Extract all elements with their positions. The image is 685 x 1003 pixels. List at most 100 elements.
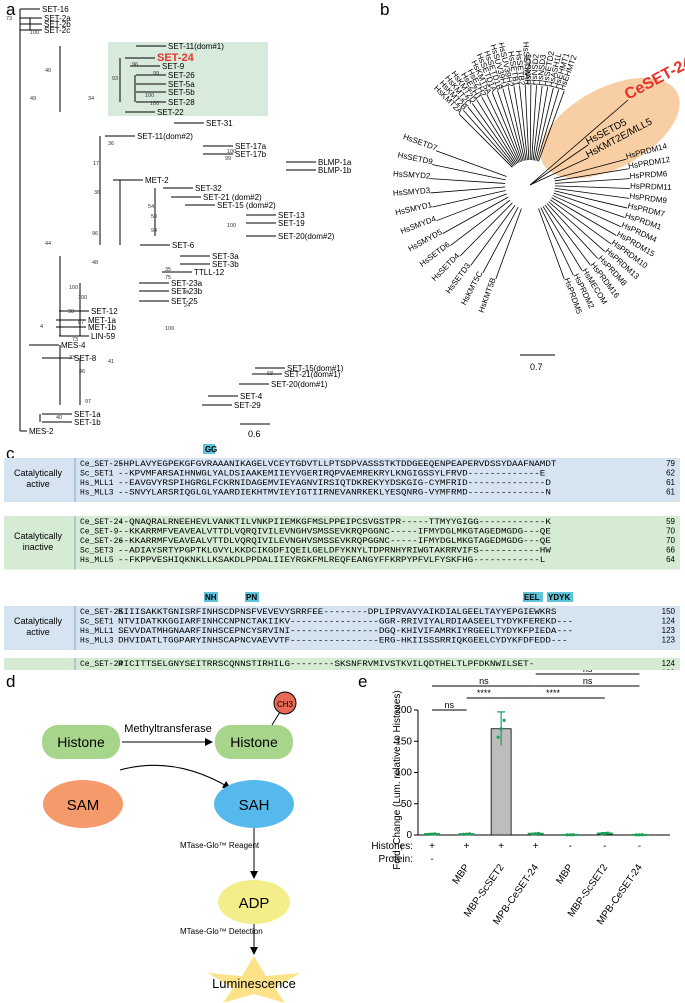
point-1-1 — [464, 832, 469, 836]
reagent-label: MTase-Glo™ Reagent — [180, 841, 260, 850]
b1i-num-2: 70 — [666, 536, 675, 545]
point-3-1 — [534, 832, 538, 836]
b1i-name-4: Hs_MLL5 — [80, 556, 114, 565]
protein-sign-0: - — [430, 854, 433, 865]
bootstrap-a-25: 89 — [183, 290, 189, 296]
point-4-2 — [571, 833, 575, 837]
panel-label-c: c — [6, 444, 15, 463]
panel-label-d: d — [6, 672, 16, 691]
bootstrap-a-7: 40 — [45, 68, 51, 74]
leaf-1: SET-2a — [44, 14, 71, 23]
b1a-num-2: 61 — [666, 478, 675, 487]
leaf-32: SET-12 — [91, 307, 118, 316]
point-6-0 — [634, 833, 639, 837]
point-6-2 — [640, 833, 645, 837]
b1i-label-2: inactive — [23, 542, 54, 552]
right-leaf-2: HsPRDM6 — [629, 169, 668, 180]
b2a-name-0: Ce_SET-25 — [80, 608, 123, 617]
leaf-33: MET-1a — [88, 316, 117, 325]
bootstrap-a-11: 99 — [225, 156, 231, 162]
b1a-seq-2: --EAVGVYRSPIHGRGLFCKRNIDAGEMVIEYAGNVIRSI… — [118, 479, 551, 488]
histone-right-label: Histone — [230, 734, 278, 750]
y-axis-label: Fold_Change (Lum. relative to Histones) — [392, 690, 403, 870]
leaf-43: SET-1a — [74, 410, 101, 419]
leaf-7: SET-26 — [168, 71, 195, 80]
histones-sign-4: - — [569, 841, 572, 852]
leaf-28: TTLL-12 — [194, 268, 225, 277]
bootstrap-a-8: 49 — [30, 96, 36, 102]
panel-label-a: a — [6, 0, 16, 19]
b2a-seq-0: KIIISAKKTGNISRFINHSCDPNSFVEVEVYSRRFEE---… — [118, 608, 557, 617]
chart-e: 050100150200+-+MBP+MBP-ScSET2+MPB-CeSET-… — [371, 670, 670, 927]
sah-label: SAH — [239, 797, 270, 814]
b1a-seq-3: --SNVYLARSRIQGLGLYAARDIEKHTMVIEYIGTIIRNE… — [118, 489, 551, 498]
histones-sign-2: + — [498, 841, 504, 852]
highlight-ellipse-b — [540, 77, 680, 179]
bootstrap-a-4: 93 — [112, 76, 118, 82]
b2i-name-0: Ce_SET-24 — [80, 660, 123, 669]
bootstrap-a-21: 48 — [92, 260, 98, 266]
scale-b: 0.7 — [530, 362, 543, 372]
leaf-45: MES-2 — [29, 427, 54, 436]
ytick-3: 150 — [395, 736, 412, 747]
b1i-name-3: Sc_SET3 — [80, 547, 114, 556]
b1i-seq-1: --KKARRMFVEAVEALVTTDLVQRQIVILEVNGHVSMSSE… — [118, 528, 551, 537]
leaf-34: MET-1b — [88, 323, 117, 332]
leaf-14: SET-17a — [235, 142, 267, 151]
bootstrap-a-23: 75 — [165, 275, 171, 281]
b2a-bg — [4, 606, 680, 650]
b1a-num-0: 79 — [666, 459, 675, 468]
point-5-1 — [603, 831, 607, 836]
bootstrap-a-5: 100 — [145, 93, 154, 99]
top-leaf-16: HsNSD3 — [535, 53, 548, 86]
bootstrap-a-16: 50 — [151, 214, 157, 220]
bootstrap-a-30: 100 — [165, 326, 174, 332]
point-6-1 — [637, 833, 642, 837]
leaf-44: SET-1b — [74, 418, 101, 427]
point-2-2 — [502, 718, 506, 722]
b1a-name-0: Ce_SET-25 — [80, 460, 123, 469]
left-leaf-4: HsSMYD1 — [394, 200, 433, 217]
b1i-num-0: 59 — [666, 517, 675, 526]
adp-label: ADP — [239, 895, 270, 912]
bootstrap-a-2: 96 — [132, 62, 138, 68]
leaf-10: SET-28 — [168, 98, 195, 107]
luminescence-label: Luminescence — [212, 976, 296, 991]
panel-label-b: b — [380, 0, 390, 19]
sig-label-0: ns — [445, 700, 455, 710]
leaf-23: SET-19 — [278, 219, 305, 228]
leaf-11: SET-22 — [157, 108, 184, 117]
bootstrap-a-28: 98 — [68, 309, 74, 315]
b2a-num-1: 124 — [662, 617, 676, 626]
sam-label: SAM — [67, 797, 100, 814]
leaf-38: SET-15(dom#1) — [287, 364, 344, 373]
point-4-0 — [565, 833, 569, 837]
adp-node — [218, 880, 290, 924]
sig-label-1: **** — [477, 688, 492, 698]
bootstrap-a-31: 4 — [40, 324, 43, 330]
bootstrap-a-6: 100 — [150, 101, 159, 107]
scale-a: 0.6 — [248, 429, 261, 439]
b1a-name-3: Hs_MLL3 — [80, 489, 114, 498]
leaf-13: SET-11(dom#2) — [137, 132, 193, 141]
sig-label-3: **** — [546, 688, 561, 698]
point-3-2 — [537, 831, 541, 836]
row-label-histones: Histones: — [371, 841, 413, 852]
tree-b: HsSETD7HsSETD9HsSMYD2HsSMYD3HsSMYD1HsSMY… — [393, 42, 685, 372]
sig-label-2: ns — [479, 676, 489, 686]
bootstrap-a-33: 33 — [69, 355, 75, 361]
b2a-num-0: 150 — [662, 607, 676, 616]
mark-g1: G — [205, 445, 211, 454]
leaf-20: SET-21 (dom#2) — [203, 193, 262, 202]
b1a-name-2: Hs_MLL1 — [80, 479, 114, 488]
top-leaf-12: HsSETB2 — [514, 50, 527, 86]
sah-node — [214, 780, 294, 828]
ytick-2: 100 — [395, 768, 412, 779]
top-leaf-15: HsNSD2 — [530, 53, 541, 85]
b2a-seq-1: NTVIDATKKGGIARFINHCCNPNCTAKIIKV---------… — [118, 618, 573, 627]
category-1: MBP — [451, 862, 473, 886]
bootstrap-a-3: 99 — [153, 71, 159, 77]
bootstrap-a-34: 46 — [79, 369, 85, 375]
luminescence-star — [208, 956, 300, 1003]
leaf-37: SET-8 — [74, 354, 97, 363]
